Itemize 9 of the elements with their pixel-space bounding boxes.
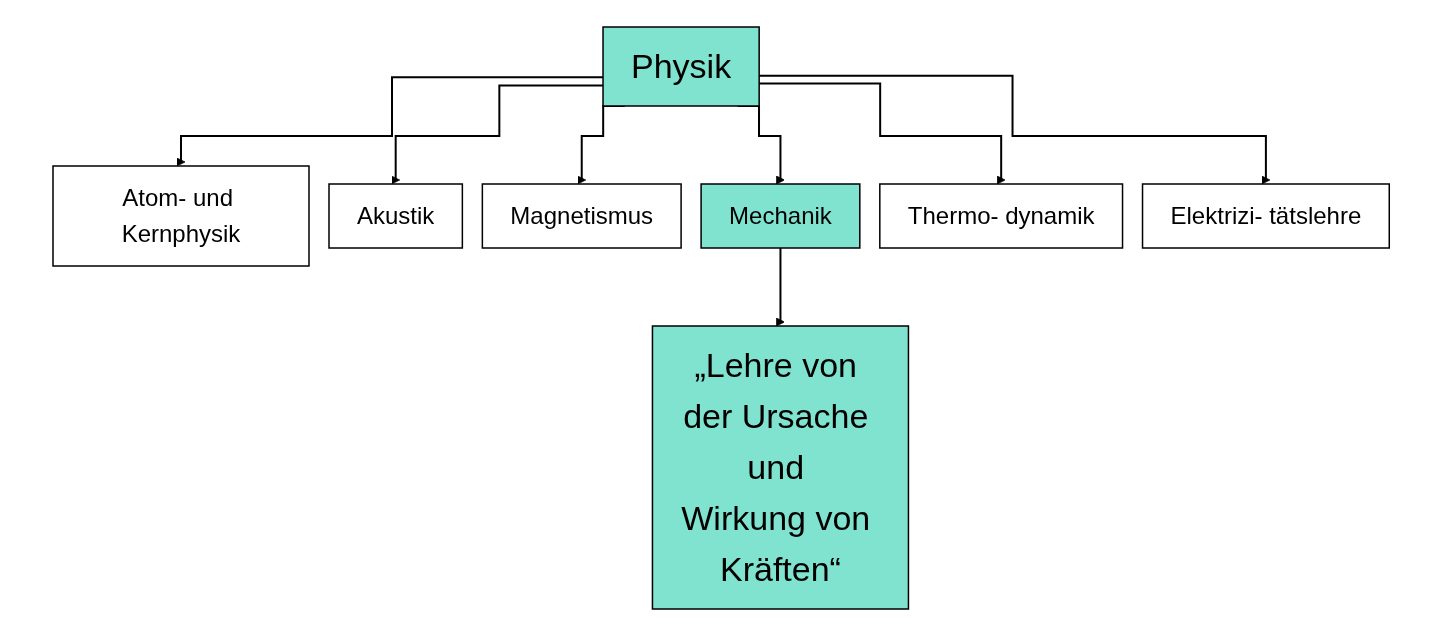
node-box: Thermo- dynamik [878, 182, 1124, 249]
arrow [775, 246, 785, 326]
node-box: „Lehre von der Ursache und Wirkung von Kräften“ [651, 324, 910, 610]
node-box: Magnetismus [481, 182, 682, 249]
node-box: Mechanik [700, 182, 861, 249]
node-box: Akustik [328, 182, 463, 249]
node-box: Elektrizi- tätslehre [1141, 182, 1390, 249]
node-box: Atom- und Kernphysik [52, 164, 310, 267]
node-box: Physik [602, 25, 760, 107]
